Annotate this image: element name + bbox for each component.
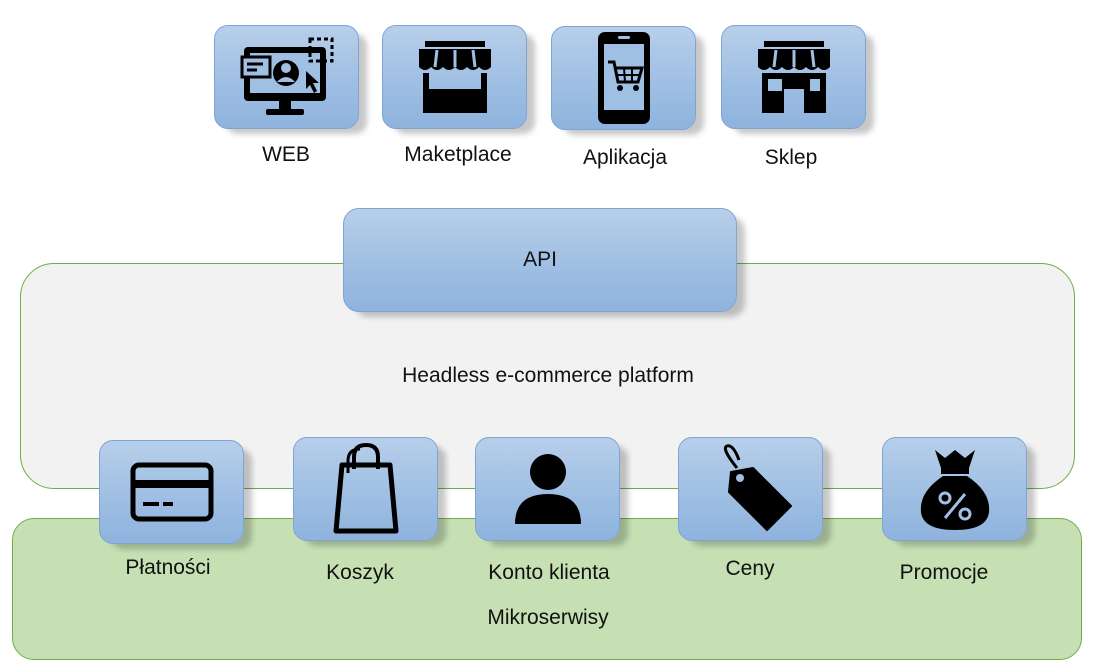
service-promotions-tile bbox=[882, 437, 1027, 541]
service-label-account: Konto klienta bbox=[488, 561, 610, 584]
user-icon bbox=[513, 452, 583, 526]
api-label: API bbox=[523, 248, 557, 271]
channel-web-tile bbox=[214, 25, 359, 129]
channel-shop-tile bbox=[721, 25, 866, 129]
price-tag-icon bbox=[709, 444, 793, 534]
mobile-cart-icon bbox=[594, 30, 654, 126]
service-label-promotions: Promocje bbox=[899, 561, 989, 584]
service-prices-tile bbox=[678, 437, 823, 541]
service-account-tile bbox=[475, 437, 620, 541]
service-label-prices: Ceny bbox=[725, 557, 775, 580]
channel-app-tile bbox=[551, 26, 696, 130]
microservices-label: Mikroserwisy bbox=[487, 606, 609, 629]
channel-label-shop: Sklep bbox=[764, 146, 818, 169]
channel-label-app: Aplikacja bbox=[582, 146, 668, 169]
service-cart-tile bbox=[293, 437, 438, 541]
service-payments-tile bbox=[99, 440, 244, 544]
api-box: API bbox=[343, 208, 737, 312]
shop-icon bbox=[754, 39, 834, 115]
service-label-payments: Płatności bbox=[125, 556, 211, 579]
credit-card-icon bbox=[130, 462, 214, 522]
channel-label-web: WEB bbox=[262, 143, 310, 166]
market-stall-icon bbox=[415, 37, 495, 117]
platform-label: Headless e-commerce platform bbox=[402, 364, 694, 387]
channel-label-marketplace: Maketplace bbox=[404, 143, 512, 166]
shopping-bag-icon bbox=[330, 443, 402, 535]
service-label-cart: Koszyk bbox=[326, 561, 394, 584]
web-monitor-icon bbox=[238, 37, 336, 117]
money-bag-percent-icon bbox=[917, 446, 993, 532]
channel-marketplace-tile bbox=[382, 25, 527, 129]
